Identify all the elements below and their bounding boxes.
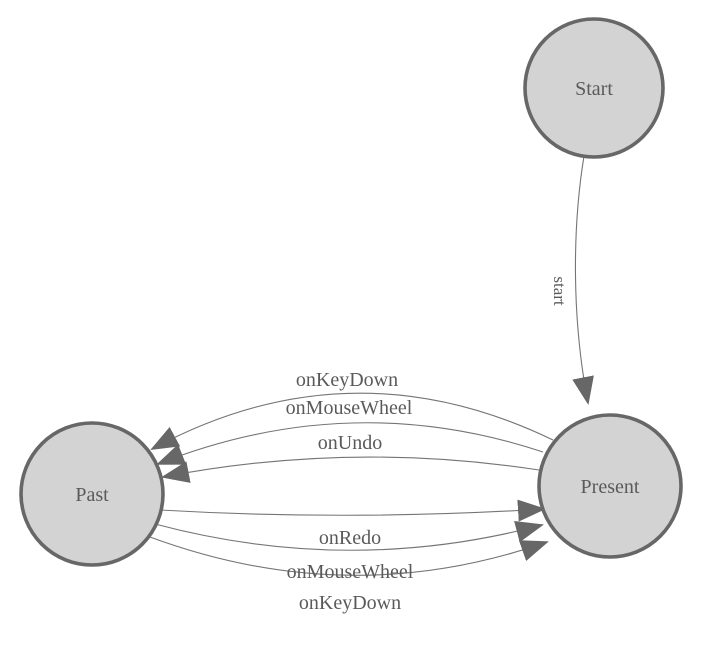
node-label-present: Present xyxy=(581,476,640,498)
edge-past-to-present-onkeydown xyxy=(149,536,549,576)
edge-label-onkeydown-bottom: onKeyDown xyxy=(299,592,401,614)
node-label-past: Past xyxy=(75,484,109,506)
edge-start-to-present xyxy=(572,155,594,405)
edge-label-group: start onKeyDown onMouseWheel onUndo onRe… xyxy=(286,276,569,614)
edge-label-onkeydown-top: onKeyDown xyxy=(296,369,398,391)
node-past[interactable]: Past xyxy=(19,421,165,567)
node-label-start: Start xyxy=(575,78,613,100)
edge-present-to-past-onundo xyxy=(161,456,540,483)
edge-label-onredo: onRedo xyxy=(319,527,381,549)
edge-present-to-past-onmousewheel xyxy=(156,422,544,465)
edge-label-start: start xyxy=(550,276,569,306)
edge-label-onmousewheel-top: onMouseWheel xyxy=(286,397,413,419)
edge-present-to-past-onkeydown xyxy=(150,392,554,450)
edge-past-to-present-onmousewheel xyxy=(154,521,544,551)
node-present[interactable]: Present xyxy=(537,413,683,559)
edge-label-onmousewheel-bottom: onMouseWheel xyxy=(287,561,414,583)
edge-label-onundo: onUndo xyxy=(318,432,382,454)
node-start[interactable]: Start xyxy=(523,17,665,159)
edge-group xyxy=(149,155,594,576)
edge-past-to-present-onredo xyxy=(159,499,546,522)
